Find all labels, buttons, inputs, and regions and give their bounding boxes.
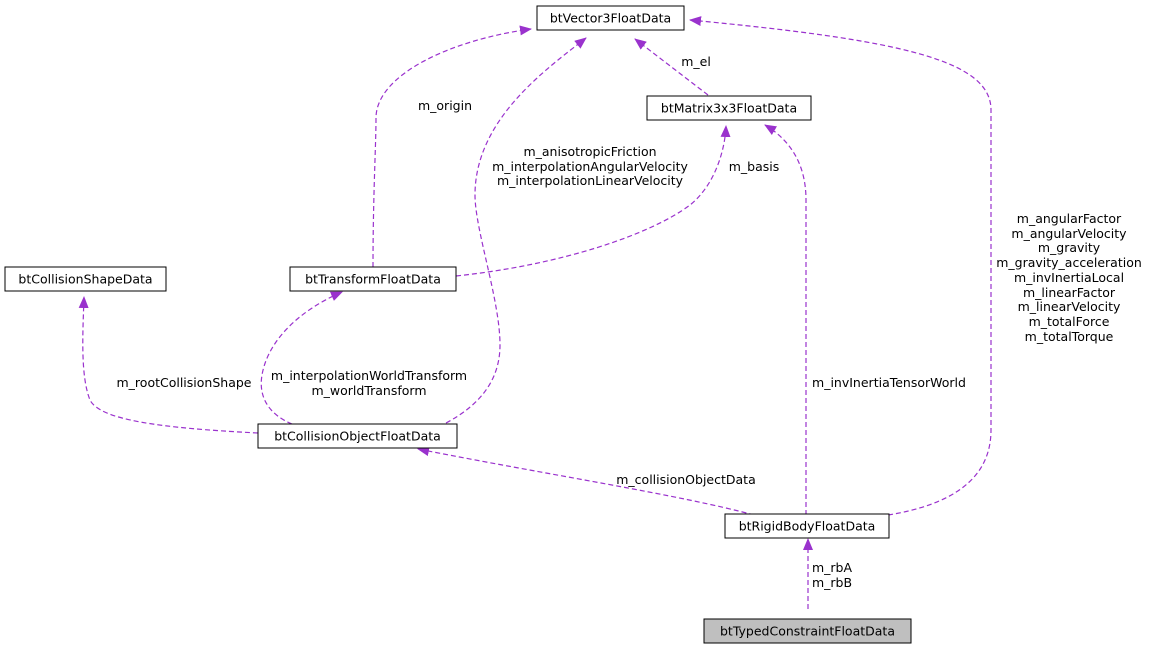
edge-label-line: m_totalTorque	[1025, 329, 1114, 344]
node-label: btCollisionObjectFloatData	[274, 429, 441, 444]
node-bt-typed-constraint-float-data[interactable]: btTypedConstraintFloatData	[703, 618, 912, 644]
node-label: btVector3FloatData	[550, 11, 671, 26]
edge-label-transform-to-vector: m_origin	[418, 98, 472, 113]
node-label: btCollisionShapeData	[18, 272, 152, 287]
edge-label-collision-object-to-shape: m_rootCollisionShape	[117, 375, 252, 390]
edge-label-line: m_linearFactor	[1023, 285, 1116, 300]
edge-label-rigid-body-to-matrix: m_invInertiaTensorWorld	[812, 375, 966, 390]
edge-matrix-to-vector	[634, 38, 709, 96]
node-bt-matrix3x3-float-data[interactable]: btMatrix3x3FloatData	[646, 95, 812, 121]
edge-label-line: m_rbB	[812, 575, 852, 590]
edge-label-line: m_collisionObjectData	[616, 472, 755, 487]
edge-label-line: m_angularFactor	[1017, 211, 1122, 226]
edge-label-collision-object-to-transform: m_interpolationWorldTransform m_worldTra…	[271, 368, 467, 398]
edge-label-rigid-body-to-collision-object: m_collisionObjectData	[616, 472, 755, 487]
edge-label-rigid-body-to-vector: m_angularFactor m_angularVelocity m_grav…	[996, 211, 1142, 344]
node-bt-vector3-float-data[interactable]: btVector3FloatData	[536, 5, 685, 31]
edge-label-matrix-to-vector: m_el	[681, 54, 711, 69]
edge-label-line: m_gravity	[1038, 240, 1101, 255]
edge-label-line: m_linearVelocity	[1018, 299, 1121, 314]
edge-collision-object-to-vector	[445, 37, 587, 424]
edge-label-line: m_invInertiaTensorWorld	[812, 375, 966, 390]
node-bt-collision-shape-data[interactable]: btCollisionShapeData	[4, 266, 167, 292]
edge-transform-to-matrix	[455, 125, 731, 277]
edge-rigid-body-to-collision-object	[417, 446, 755, 516]
edge-rigid-body-to-matrix	[764, 124, 807, 515]
edge-label-line: m_interpolationAngularVelocity	[492, 159, 688, 174]
edge-label-transform-to-matrix: m_basis	[729, 159, 780, 174]
edge-label-line: m_interpolationWorldTransform	[271, 368, 467, 383]
node-bt-transform-float-data[interactable]: btTransformFloatData	[289, 266, 457, 292]
edge-collision-object-to-transform	[260, 291, 343, 425]
edge-label-line: m_invInertiaLocal	[1014, 270, 1124, 285]
edge-collision-object-to-shape	[78, 296, 259, 434]
edge-label-constraint-to-rigid-body: m_rbA m_rbB	[812, 560, 853, 590]
edge-label-collision-object-to-vector: m_anisotropicFriction m_interpolationAng…	[492, 144, 688, 188]
edge-rigid-body-to-vector	[689, 16, 992, 516]
edge-label-line: m_rootCollisionShape	[117, 375, 252, 390]
edge-label-line: m_rbA	[812, 560, 853, 575]
edge-label-line: m_anisotropicFriction	[523, 144, 656, 159]
node-label: btMatrix3x3FloatData	[661, 101, 797, 116]
edge-label-line: m_basis	[729, 159, 780, 174]
edge-label-line: m_gravity_acceleration	[996, 255, 1142, 270]
node-label: btTransformFloatData	[305, 272, 441, 287]
node-label: btTypedConstraintFloatData	[720, 624, 895, 639]
edge-transform-to-vector	[372, 25, 532, 268]
edge-label-line: m_totalForce	[1029, 314, 1110, 329]
edge-label-line: m_interpolationLinearVelocity	[497, 173, 684, 188]
edge-label-line: m_angularVelocity	[1011, 226, 1127, 241]
node-bt-collision-object-float-data[interactable]: btCollisionObjectFloatData	[257, 423, 458, 449]
edge-label-line: m_origin	[418, 98, 472, 113]
node-bt-rigid-body-float-data[interactable]: btRigidBodyFloatData	[724, 513, 890, 539]
edge-label-line: m_worldTransform	[311, 383, 426, 398]
node-label: btRigidBodyFloatData	[739, 519, 876, 534]
edge-label-line: m_el	[681, 54, 711, 69]
